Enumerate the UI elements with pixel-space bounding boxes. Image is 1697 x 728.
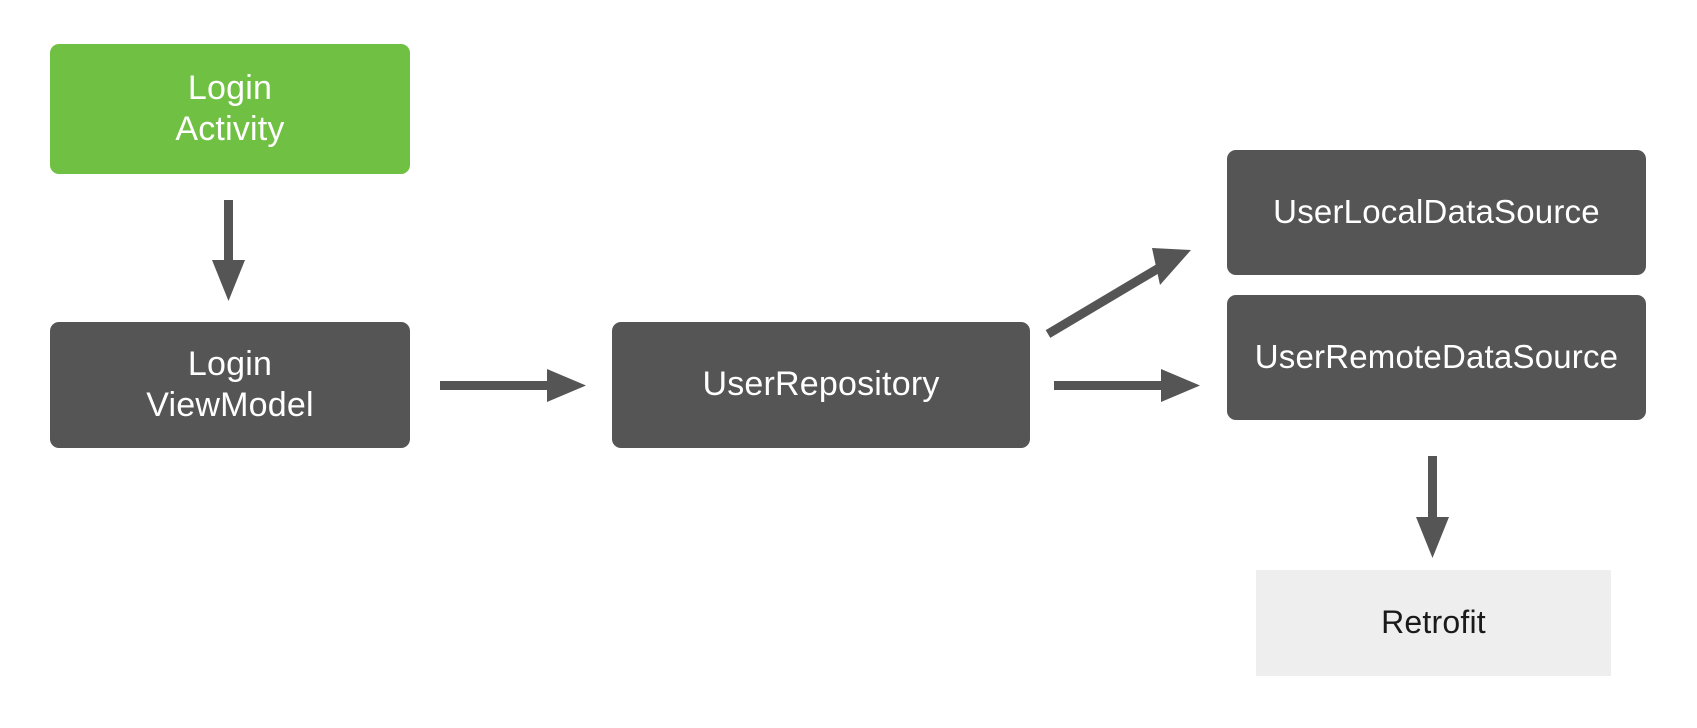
node-user-local-datasource[interactable]: UserLocalDataSource bbox=[1227, 150, 1646, 275]
node-user-remote-datasource[interactable]: UserRemoteDataSource bbox=[1227, 295, 1646, 420]
edge-repository-to-remote-hit[interactable] bbox=[1052, 362, 1202, 408]
node-login-activity[interactable]: Login Activity bbox=[50, 44, 410, 174]
node-retrofit-label: Retrofit bbox=[1381, 604, 1486, 641]
node-login-viewmodel-label: Login ViewModel bbox=[146, 344, 314, 424]
edge-repository-to-local-hit[interactable] bbox=[1040, 244, 1198, 342]
edge-activity-to-viewmodel-hit[interactable] bbox=[208, 198, 252, 302]
node-retrofit[interactable]: Retrofit bbox=[1256, 570, 1611, 676]
node-user-repository[interactable]: UserRepository bbox=[612, 322, 1030, 448]
edge-remote-to-retrofit-hit[interactable] bbox=[1412, 454, 1456, 560]
node-user-local-datasource-label: UserLocalDataSource bbox=[1273, 193, 1600, 231]
node-user-remote-datasource-label: UserRemoteDataSource bbox=[1254, 338, 1619, 376]
node-user-repository-label: UserRepository bbox=[702, 365, 940, 404]
edge-viewmodel-to-repository-hit[interactable] bbox=[438, 362, 588, 408]
node-login-viewmodel[interactable]: Login ViewModel bbox=[50, 322, 410, 448]
node-login-activity-label: Login Activity bbox=[175, 68, 285, 148]
